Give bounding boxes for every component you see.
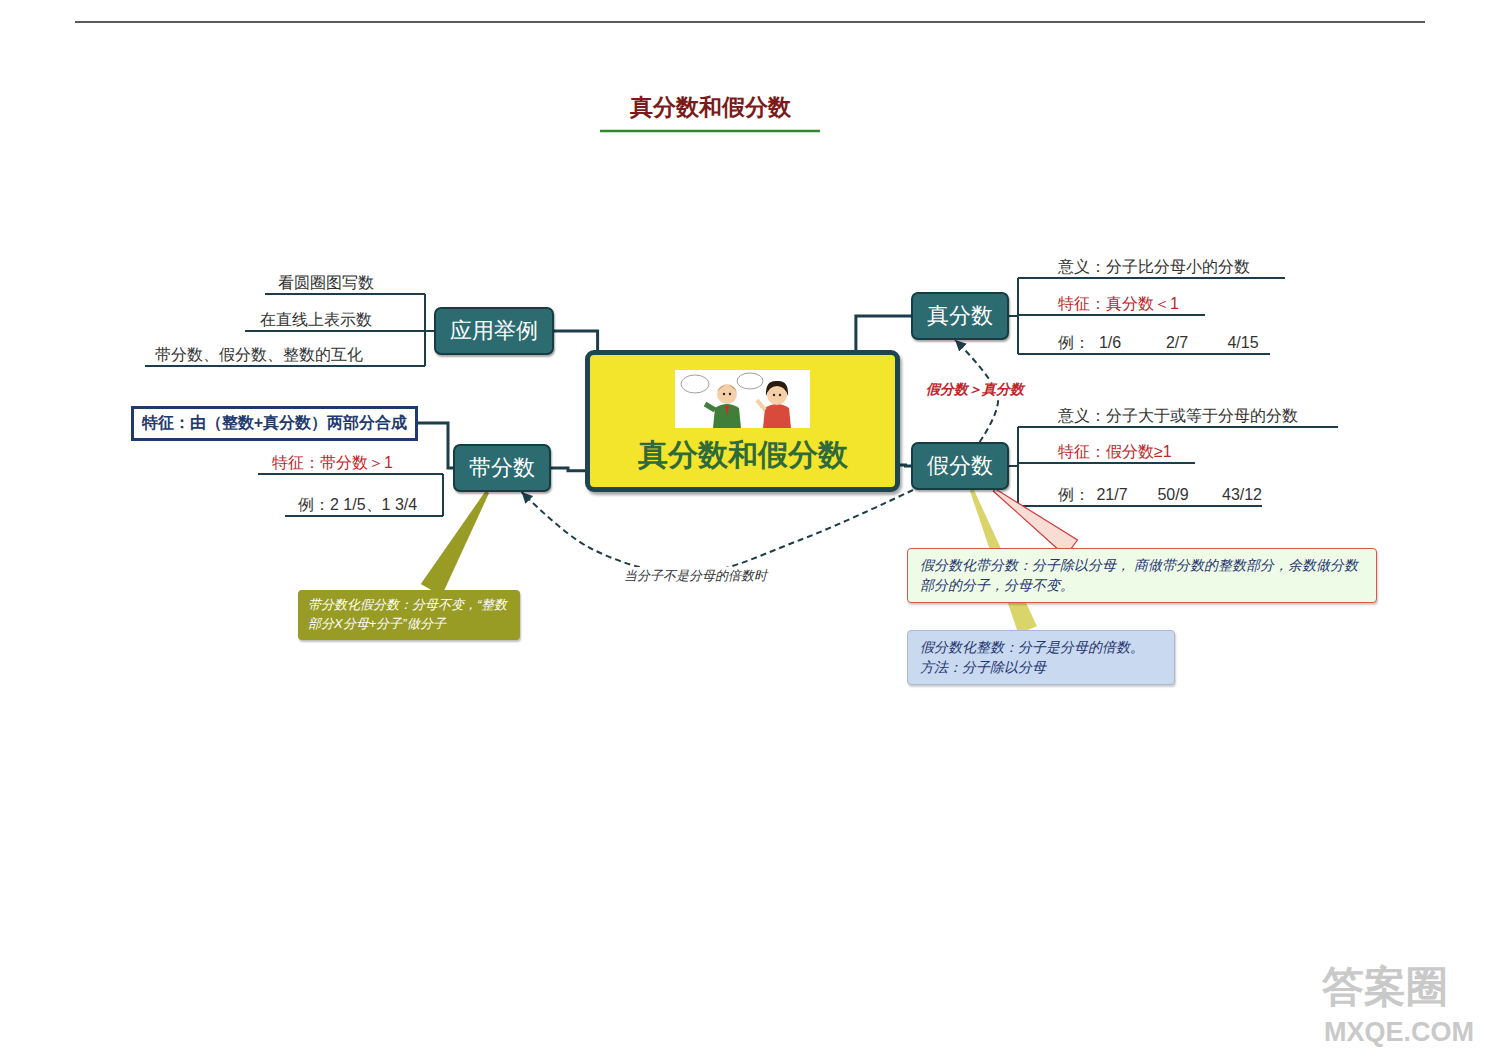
boy-figure <box>705 404 715 410</box>
children-illustration <box>675 370 810 428</box>
branch-box: 应用举例 <box>434 307 554 355</box>
title-underline <box>600 131 820 132</box>
branch-connector <box>418 423 453 468</box>
fraction-example: 2/7 <box>1166 334 1188 352</box>
edge-label: 当分子不是分母的倍数时 <box>621 567 770 585</box>
callout-pointer <box>421 491 489 596</box>
boy-figure <box>729 393 731 395</box>
dashed-arrow <box>955 340 998 442</box>
boy-figure <box>713 404 741 428</box>
boy-figure <box>717 384 737 404</box>
girl-figure <box>757 381 791 428</box>
dashed-arrow <box>522 490 913 574</box>
callout-pointer <box>993 489 1077 556</box>
leaf-text: 特征：带分数＞1 <box>272 454 393 472</box>
node-text: 假分数化整数：分子是分母的倍数。 <box>920 638 1162 658</box>
node-text: 特征：由（整数+真分数）两部分合成 <box>142 413 407 434</box>
leaf-text: 意义：分子比分母小的分数 <box>1058 258 1250 276</box>
fraction-example: 4/15 <box>1227 334 1258 352</box>
node-text: 带分数 <box>469 453 535 483</box>
leaf-text: 例： <box>1058 334 1090 352</box>
girl-figure <box>779 394 781 396</box>
speech-bubble <box>681 375 709 393</box>
girl-figure <box>757 400 765 410</box>
watermark: 答案圈 <box>1322 964 1448 1010</box>
note-callout: 假分数化带分数：分子除以分母， 商做带分数的整数部分，余数做分数部分的分子，分母… <box>907 548 1377 603</box>
speech-bubble <box>737 373 763 389</box>
girl-figure <box>773 394 775 396</box>
node-text: 方法：分子除以分母 <box>920 658 1162 678</box>
boy-figure <box>705 384 741 428</box>
leaf-lines <box>1009 427 1338 506</box>
page-rule <box>75 21 1425 23</box>
leaf-lines <box>258 474 443 516</box>
title-underline <box>600 130 820 133</box>
branch-box: 真分数 <box>911 292 1009 340</box>
fraction-example: 43/12 <box>1222 486 1262 504</box>
branch-connector <box>551 468 585 471</box>
leaf-text: 特征：真分数＜1 <box>1058 295 1179 313</box>
leaf-text: 例： <box>1058 486 1090 504</box>
leaf-text: 例：2 1/5、1 3/4 <box>298 496 417 514</box>
leaf-lines <box>145 278 1338 516</box>
boy-figure <box>725 406 729 416</box>
edge-label: 假分数＞真分数 <box>923 381 1027 399</box>
note-callout: 带分数化假分数：分母不变，“整数部分X分母+分子”做分子 <box>298 590 520 640</box>
girl-figure <box>766 381 788 396</box>
boy-figure <box>723 393 725 395</box>
callout-pointer <box>970 489 1037 633</box>
note-callout: 假分数化整数：分子是分母的倍数。方法：分子除以分母 <box>907 630 1175 685</box>
feature-box: 特征：由（整数+真分数）两部分合成 <box>131 406 418 441</box>
node-text: 带分数化假分数：分母不变，“整数部分X分母+分子”做分子 <box>308 596 510 634</box>
speech-bubble <box>681 373 763 393</box>
leaf-text: 带分数、假分数、整数的互化 <box>155 346 363 364</box>
fraction-example: 21/7 <box>1096 486 1127 504</box>
node-text: 假分数化带分数：分子除以分母， 商做带分数的整数部分，余数做分数部分的分子，分母… <box>920 556 1364 595</box>
branch-box: 带分数 <box>453 444 551 492</box>
leaf-text: 看圆圈图写数 <box>278 274 374 292</box>
branch-connector <box>554 331 598 350</box>
girl-figure <box>763 404 791 428</box>
fraction-example: 50/9 <box>1157 486 1188 504</box>
node-text: 应用举例 <box>450 316 538 346</box>
fraction-example: 1/6 <box>1099 334 1121 352</box>
branch-box: 假分数 <box>911 442 1009 490</box>
girl-figure <box>767 385 787 405</box>
node-text: 假分数 <box>927 451 993 481</box>
node-text: 真分数 <box>927 301 993 331</box>
node-text: 真分数和假分数 <box>590 435 895 476</box>
watermark: MXQE.COM <box>1324 1018 1474 1048</box>
branch-connector <box>856 316 911 350</box>
page-title: 真分数和假分数 <box>630 92 791 123</box>
page-rule <box>75 22 1425 23</box>
children-illustration <box>675 370 810 428</box>
leaf-lines <box>1009 278 1285 354</box>
branch-connector <box>900 464 911 468</box>
leaf-lines <box>145 294 434 366</box>
leaf-text: 特征：假分数≥1 <box>1058 443 1172 461</box>
central-topic: 真分数和假分数 <box>585 350 900 492</box>
boy-figure <box>717 385 737 392</box>
leaf-text: 在直线上表示数 <box>260 311 372 329</box>
leaf-text: 意义：分子大于或等于分母的分数 <box>1058 407 1298 425</box>
